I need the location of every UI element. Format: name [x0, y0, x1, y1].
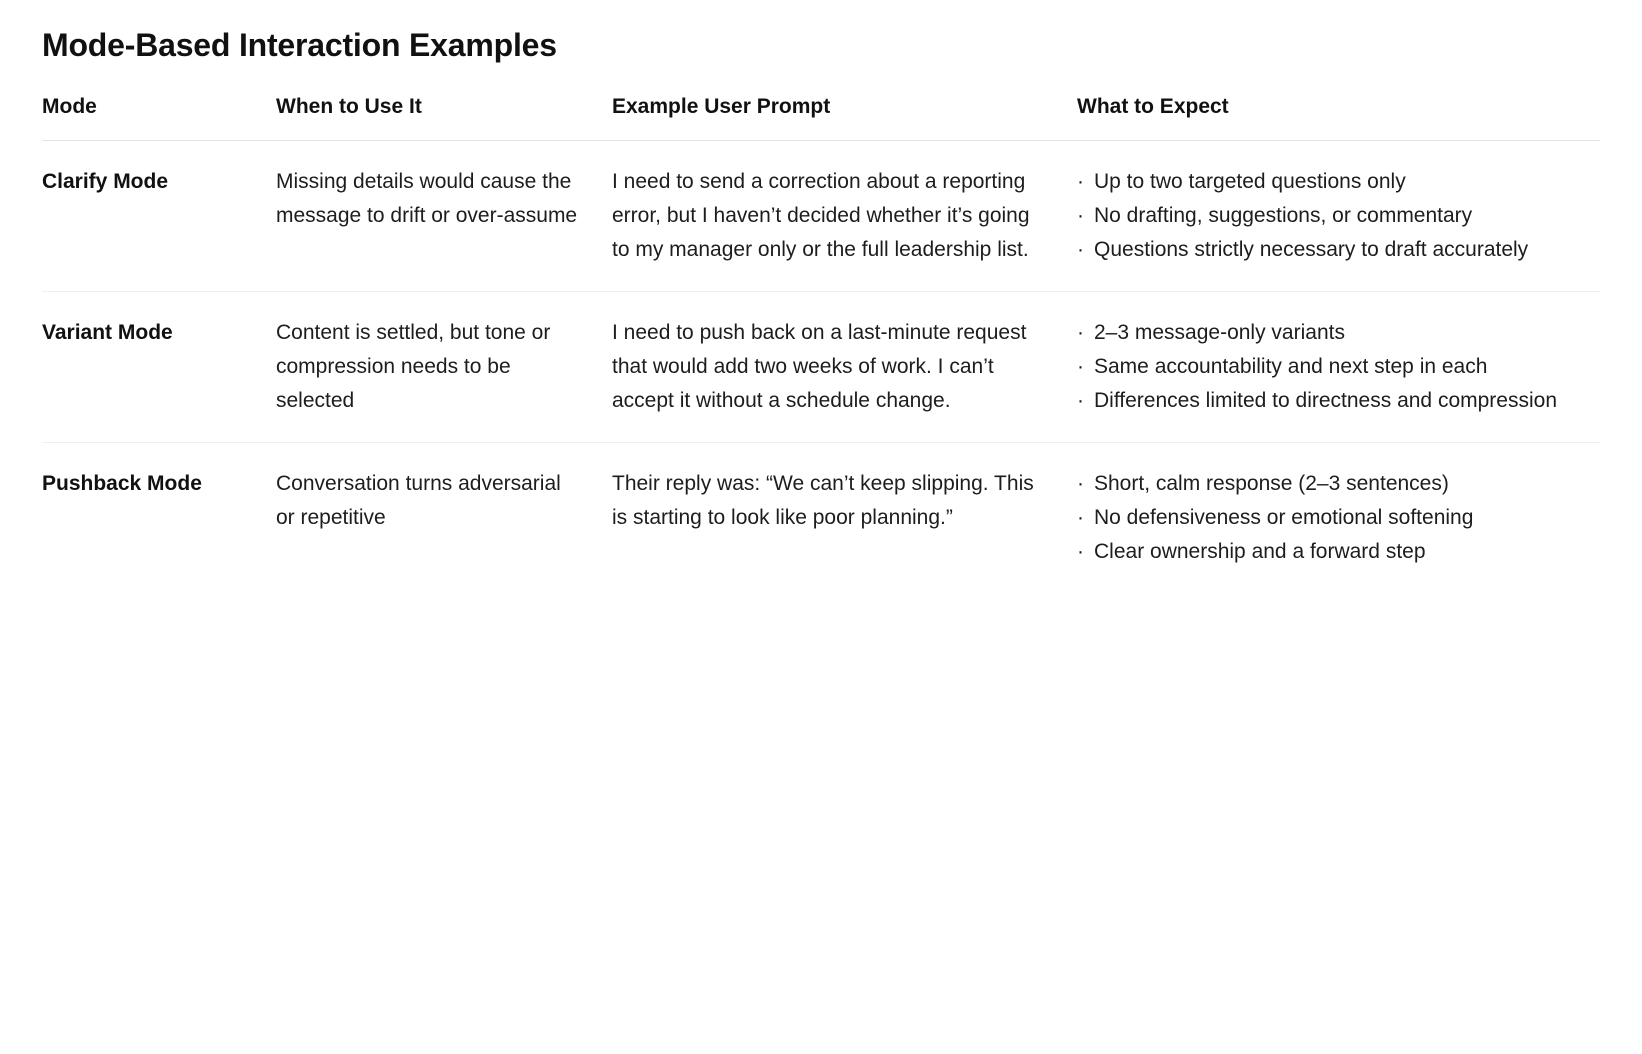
list-item-label: Questions strictly necessary to draft ac… — [1094, 237, 1529, 261]
cell-what-to-expect: · 2–3 message-only variants · Same account… — [1077, 291, 1600, 443]
bullet-icon: · — [1077, 388, 1084, 412]
expectation-list: · 2–3 message-only variants · Same account… — [1077, 316, 1572, 418]
bullet-icon: · — [1077, 203, 1084, 227]
list-item: · 2–3 message-only variants — [1077, 316, 1572, 350]
cell-mode: Pushback Mode — [42, 471, 202, 495]
column-header-when-to-use-it: When to Use It — [276, 94, 612, 141]
cell-when-to-use: Missing details would cause the message … — [276, 140, 612, 292]
cell-what-to-expect: · Up to two targeted questions only · No d… — [1077, 140, 1600, 292]
table-header: Mode When to Use It Example User Prompt … — [42, 94, 1600, 141]
expectation-list: · Up to two targeted questions only · No d… — [1077, 165, 1572, 267]
list-item-label: No drafting, suggestions, or commentary — [1094, 203, 1473, 227]
cell-mode: Clarify Mode — [42, 140, 276, 292]
table-row: Clarify Mode Missing details would cause… — [42, 140, 1600, 292]
list-item: · No drafting, suggestions, or commentary — [1077, 199, 1572, 233]
bullet-icon: · — [1077, 505, 1084, 529]
cell-when-to-use: Conversation turns adversarial or repeti… — [276, 471, 561, 529]
list-item-label: Differences limited to directness and co… — [1094, 388, 1557, 412]
list-item: · Up to two targeted questions only — [1077, 165, 1572, 199]
bullet-icon: · — [1077, 539, 1084, 563]
bullet-icon: · — [1077, 354, 1084, 378]
mode-interaction-table: Mode When to Use It Example User Prompt … — [42, 94, 1600, 592]
column-header-what-to-expect: What to Expect — [1077, 94, 1600, 141]
table-row: Variant Mode Content is settled, but ton… — [42, 291, 1600, 443]
cell-example-prompt: I need to send a correction about a repo… — [612, 140, 1077, 292]
cell-what-to-expect: · Short, calm response (2–3 sentences) · N… — [1077, 442, 1600, 593]
cell-example-prompt: Their reply was: “We can’t keep slipping… — [612, 471, 1034, 529]
bullet-icon: · — [1077, 471, 1084, 495]
cell-example-prompt: I need to push back on a last-minute req… — [612, 291, 1077, 443]
list-item: · No defensiveness or emotional softening — [1077, 501, 1572, 535]
list-item: · Clear ownership and a forward step — [1077, 535, 1572, 569]
table-header-row: Mode When to Use It Example User Prompt … — [42, 94, 1600, 141]
column-header-example-user-prompt: Example User Prompt — [612, 94, 1077, 141]
list-item-label: Clear ownership and a forward step — [1094, 539, 1426, 563]
bullet-icon: · — [1077, 237, 1084, 261]
list-item-label: Short, calm response (2–3 sentences) — [1094, 471, 1449, 495]
column-header-mode: Mode — [42, 94, 276, 141]
cell-mode: Variant Mode — [42, 291, 276, 443]
list-item-label: No defensiveness or emotional softening — [1094, 505, 1474, 529]
list-item-label: Up to two targeted questions only — [1094, 169, 1406, 193]
page-title: Mode-Based Interaction Examples — [42, 27, 557, 63]
table-row: Pushback Mode Conversation turns adversa… — [42, 442, 1600, 593]
list-item: · Short, calm response (2–3 sentences) — [1077, 467, 1572, 501]
list-item-label: 2–3 message-only variants — [1094, 320, 1345, 344]
expectation-list: · Short, calm response (2–3 sentences) · N… — [1077, 467, 1572, 569]
cell-when-to-use: Content is settled, but tone or compress… — [276, 291, 612, 443]
bullet-icon: · — [1077, 169, 1084, 193]
table-body: Clarify Mode Missing details would cause… — [42, 140, 1600, 593]
list-item-label: Same accountability and next step in eac… — [1094, 354, 1488, 378]
list-item: · Same accountability and next step in ea… — [1077, 350, 1572, 384]
list-item: · Questions strictly necessary to draft a… — [1077, 233, 1572, 267]
bullet-icon: · — [1077, 320, 1084, 344]
list-item: · Differences limited to directness and c… — [1077, 384, 1572, 418]
